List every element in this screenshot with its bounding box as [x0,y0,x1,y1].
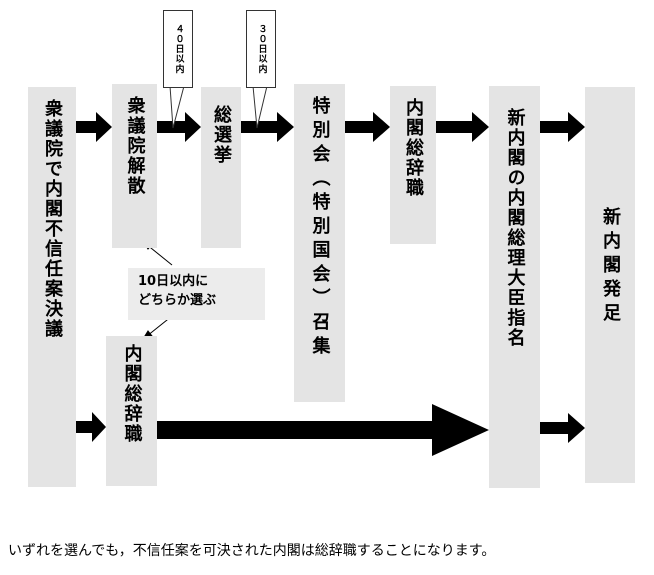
box-special-session-label: 特別会（特別国会）召集 [309,96,331,360]
box-new-cabinet: 新内閣発足 [585,87,635,483]
box-no-confidence: 衆議院で内閣不信任案決議 [28,87,76,487]
arrow-to-election [157,112,201,142]
caption-text: いずれを選んでも，不信任案を可決された内閣は総辞職することになります。 [8,543,496,559]
arrow-to-dissolution [76,112,112,142]
note-line-1: 10日以内に [138,274,209,289]
box-general-election: 総選挙 [201,87,241,248]
box-mass-resignation-top-label: 内閣総辞職 [403,98,424,198]
callout-30-days: ３０日以内 [246,10,276,88]
box-special-session: 特別会（特別国会）召集 [294,84,345,402]
box-mass-resignation-top: 内閣総辞職 [390,86,436,244]
arrow-to-new-cabinet-bottom [540,413,585,443]
box-no-confidence-label: 衆議院で内閣不信任案決議 [42,99,63,339]
box-new-cabinet-label: 新内閣発足 [600,207,621,327]
arrow-to-resignation-top [345,112,390,142]
box-mass-resignation-bottom: 内閣総辞職 [106,336,157,486]
arrow-long-to-designation [157,404,489,456]
arrow-to-resignation-bottom [76,412,106,442]
box-pm-designation-label: 新内閣の内閣総理大臣指名 [504,108,526,348]
callout-40-days: ４０日以内 [163,10,193,88]
note-line-2: どちらか選ぶ [138,293,217,308]
box-general-election-label: 総選挙 [211,105,232,165]
callout-30-text: ３０日以内 [256,24,267,74]
box-mass-resignation-bottom-label: 内閣総辞職 [121,344,143,444]
note-choice: 10日以内に どちらか選ぶ [128,268,265,320]
box-dissolution: 衆議院解散 [112,84,157,248]
arrow-to-designation [436,112,489,142]
arrow-to-new-cabinet-top [540,112,585,142]
box-dissolution-label: 衆議院解散 [124,96,146,196]
callout-40-text: ４０日以内 [173,24,184,74]
box-pm-designation: 新内閣の内閣総理大臣指名 [489,86,540,488]
arrow-to-special-session [241,112,294,142]
